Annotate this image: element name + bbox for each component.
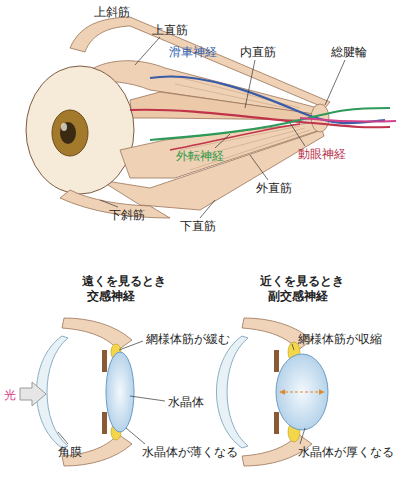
- leader-line: [130, 396, 165, 401]
- part-label: 外直筋: [256, 181, 292, 195]
- panel-heading: 近くを見るとき: [260, 274, 344, 288]
- note-label: 水晶体が薄くなる: [142, 445, 238, 459]
- abducens-nerve: [150, 108, 390, 140]
- panel-subheading: 交感神経: [87, 289, 135, 303]
- pupil: [60, 122, 76, 144]
- light-label: 光: [4, 388, 16, 402]
- leader-line: [245, 60, 255, 108]
- iris-section: [102, 350, 107, 372]
- optic-nerve: [300, 118, 396, 122]
- note-label: 網様体筋が収縮: [298, 332, 382, 346]
- note-label: 水晶体が厚くなる: [298, 445, 394, 459]
- leader-line: [290, 123, 305, 146]
- iris: [52, 110, 88, 156]
- part-label: 総腱輪: [331, 45, 367, 59]
- part-label: 水晶体: [168, 395, 204, 409]
- leader-line: [100, 200, 118, 207]
- lens-thick: [276, 354, 328, 430]
- leader-line: [250, 155, 268, 180]
- note-label: 網様体筋が緩む: [146, 332, 230, 346]
- iris-section: [102, 412, 107, 434]
- trochlear-nerve: [150, 76, 385, 123]
- light-arrow: [20, 382, 46, 406]
- leader-line: [325, 60, 345, 105]
- nerve-label: 動眼神経: [298, 147, 346, 161]
- part-label: 下直筋: [180, 219, 216, 233]
- lens-thin: [106, 352, 134, 432]
- ciliary-body: [62, 318, 132, 350]
- nerve-label: 滑車神経: [169, 45, 217, 59]
- thickness-arrow: [280, 391, 324, 392]
- oculomotor-nerve: [130, 110, 390, 128]
- part-label: 角膜: [58, 445, 82, 459]
- leader-line: [215, 134, 230, 148]
- lateral-rectus: [120, 122, 320, 178]
- leader-line: [58, 432, 68, 444]
- muscle-striation: [180, 126, 310, 170]
- leader-line: [200, 200, 215, 218]
- cornea: [217, 336, 249, 448]
- muscle-striation: [170, 75, 300, 111]
- iris-section: [274, 412, 279, 434]
- highlight: [61, 123, 67, 131]
- leader-line: [126, 428, 145, 444]
- leader-line: [119, 341, 143, 350]
- leader-line: [292, 344, 294, 350]
- iris-section: [274, 350, 279, 372]
- part-label: 下斜筋: [109, 208, 145, 222]
- nerve-label: 外転神経: [176, 149, 224, 163]
- panel-subheading: 副交感神経: [268, 289, 328, 303]
- eyeball: [26, 66, 134, 194]
- panel-heading: 遠くを見るとき: [82, 274, 166, 288]
- part-label: 上斜筋: [94, 5, 130, 19]
- part-label: 上直筋: [152, 23, 188, 37]
- leader-line: [300, 428, 305, 444]
- leader-line: [135, 37, 160, 65]
- part-label: 内直筋: [240, 45, 276, 59]
